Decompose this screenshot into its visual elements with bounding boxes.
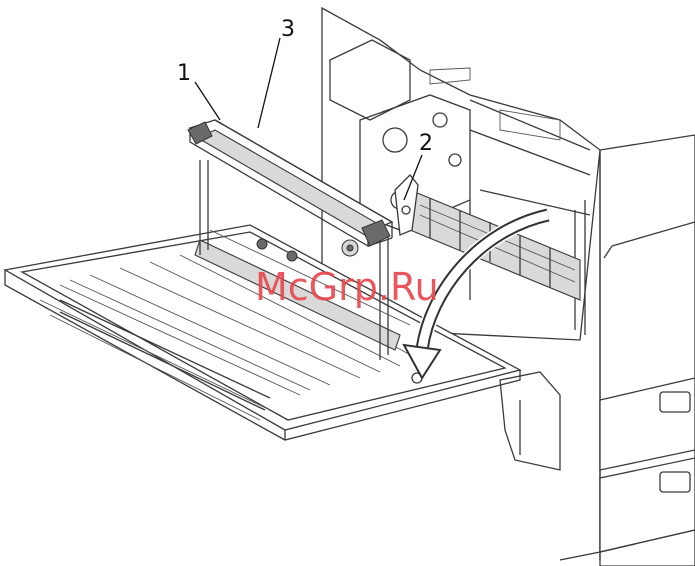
callout-2: 2 bbox=[419, 131, 433, 156]
callout-1: 1 bbox=[177, 61, 191, 86]
watermark-text: McGrp.Ru bbox=[255, 265, 439, 309]
callout-3: 3 bbox=[281, 17, 295, 42]
